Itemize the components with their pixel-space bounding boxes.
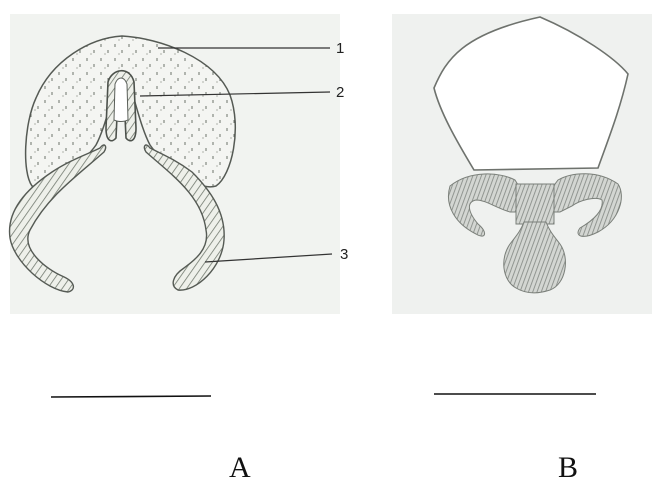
callout-3-number: 3	[340, 246, 348, 263]
panel-a: 1 2 3	[10, 14, 349, 314]
panel-b-neck	[516, 184, 554, 224]
panel-b-label: B	[558, 451, 578, 481]
panel-b	[392, 14, 652, 314]
structure-2-inner	[114, 78, 128, 122]
panel-a-label: A	[229, 451, 251, 481]
answer-line-a	[51, 396, 211, 397]
callout-2-number: 2	[336, 84, 344, 101]
callout-1-number: 1	[336, 40, 344, 57]
